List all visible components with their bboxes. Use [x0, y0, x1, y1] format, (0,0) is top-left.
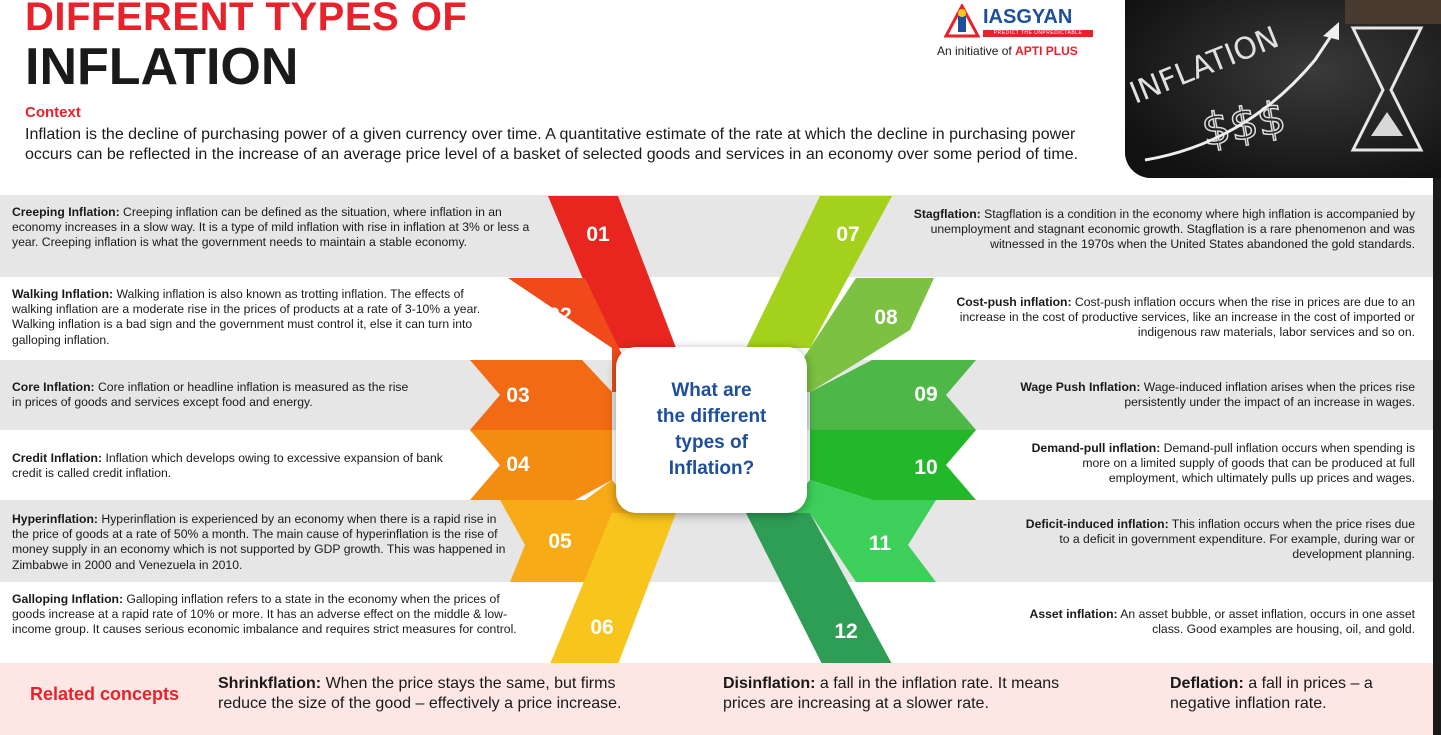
item-number-02: 02: [548, 304, 572, 327]
description-credit-inflation: Credit Inflation: Inflation which develo…: [12, 451, 443, 481]
related-disinflation: Disinflation: a fall in the inflation ra…: [723, 675, 1060, 712]
logo-name: IASGYAN: [983, 6, 1073, 28]
chevron-11: [782, 480, 936, 582]
related-deflation: Deflation: a fall in prices – a negative…: [1170, 675, 1373, 712]
item-number-03: 03: [506, 384, 530, 407]
item-number-04: 04: [506, 453, 530, 476]
item-number-07: 07: [836, 223, 860, 246]
center-question-box: [616, 347, 807, 513]
chevron-09: [810, 360, 976, 430]
description-galloping-inflation: Galloping Inflation: Galloping inflation…: [12, 592, 517, 637]
context-label: Context: [25, 104, 81, 121]
context-text: Inflation is the decline of purchasing p…: [25, 126, 1079, 163]
right-edge-bar: [1433, 178, 1441, 735]
row-band-5: [0, 500, 1441, 582]
logo-tagline: PREDICT THE UNPREDICTABLE: [983, 30, 1093, 37]
chevron-05: [500, 480, 640, 582]
description-wage-push-inflation: Wage Push Inflation: Wage-induced inflat…: [1020, 380, 1415, 410]
item-number-09: 09: [914, 383, 938, 406]
item-number-01: 01: [586, 223, 610, 246]
chevron-01: [548, 196, 676, 348]
page-title-line2: INFLATION: [25, 38, 299, 96]
related-concepts-label: Related concepts: [30, 684, 180, 704]
chevron-10: [810, 430, 976, 500]
chevron-06: [550, 513, 676, 664]
description-asset-inflation: Asset inflation: An asset bubble, or ass…: [1029, 607, 1415, 637]
logo-initiative: An initiative of APTI PLUS: [937, 44, 1078, 58]
description-cost-push-inflation: Cost-push inflation: Cost-push inflation…: [956, 295, 1415, 340]
chevron-07: [746, 196, 892, 348]
related-concepts-footer: [0, 663, 1441, 735]
page-title-line1: DIFFERENT TYPES OF: [25, 0, 468, 39]
item-number-08: 08: [874, 306, 898, 329]
description-creeping-inflation: Creeping Inflation: Creeping inflation c…: [12, 205, 530, 250]
item-number-10: 10: [914, 456, 938, 479]
chevron-04: [470, 430, 612, 500]
description-deficit-induced-inflation: Deficit-induced inflation: This inflatio…: [1025, 517, 1415, 562]
description-stagflation: Stagflation: Stagflation is a condition …: [913, 207, 1415, 252]
logo-torch-icon: [944, 4, 980, 38]
description-demand-pull-inflation: Demand-pull inflation: Demand-pull infla…: [1031, 441, 1415, 486]
item-number-05: 05: [548, 530, 572, 553]
row-band-1: [0, 195, 1441, 277]
chevron-03: [470, 360, 612, 430]
item-number-06: 06: [590, 616, 614, 639]
description-core-inflation: Core Inflation: Core inflation or headli…: [12, 380, 409, 410]
item-number-11: 11: [868, 532, 892, 555]
logo-brand: APTI PLUS: [1015, 44, 1078, 58]
description-hyperinflation: Hyperinflation: Hyperinflation is experi…: [12, 512, 506, 572]
item-number-12: 12: [834, 620, 858, 643]
inflation-chalkboard-photo: INFLATION $$$: [1125, 0, 1441, 178]
chevron-08: [782, 278, 934, 392]
chevron-12: [746, 513, 892, 664]
description-walking-inflation: Walking Inflation: Walking inflation is …: [12, 287, 481, 347]
related-shrinkflation: Shrinkflation: When the price stays the …: [218, 675, 622, 712]
